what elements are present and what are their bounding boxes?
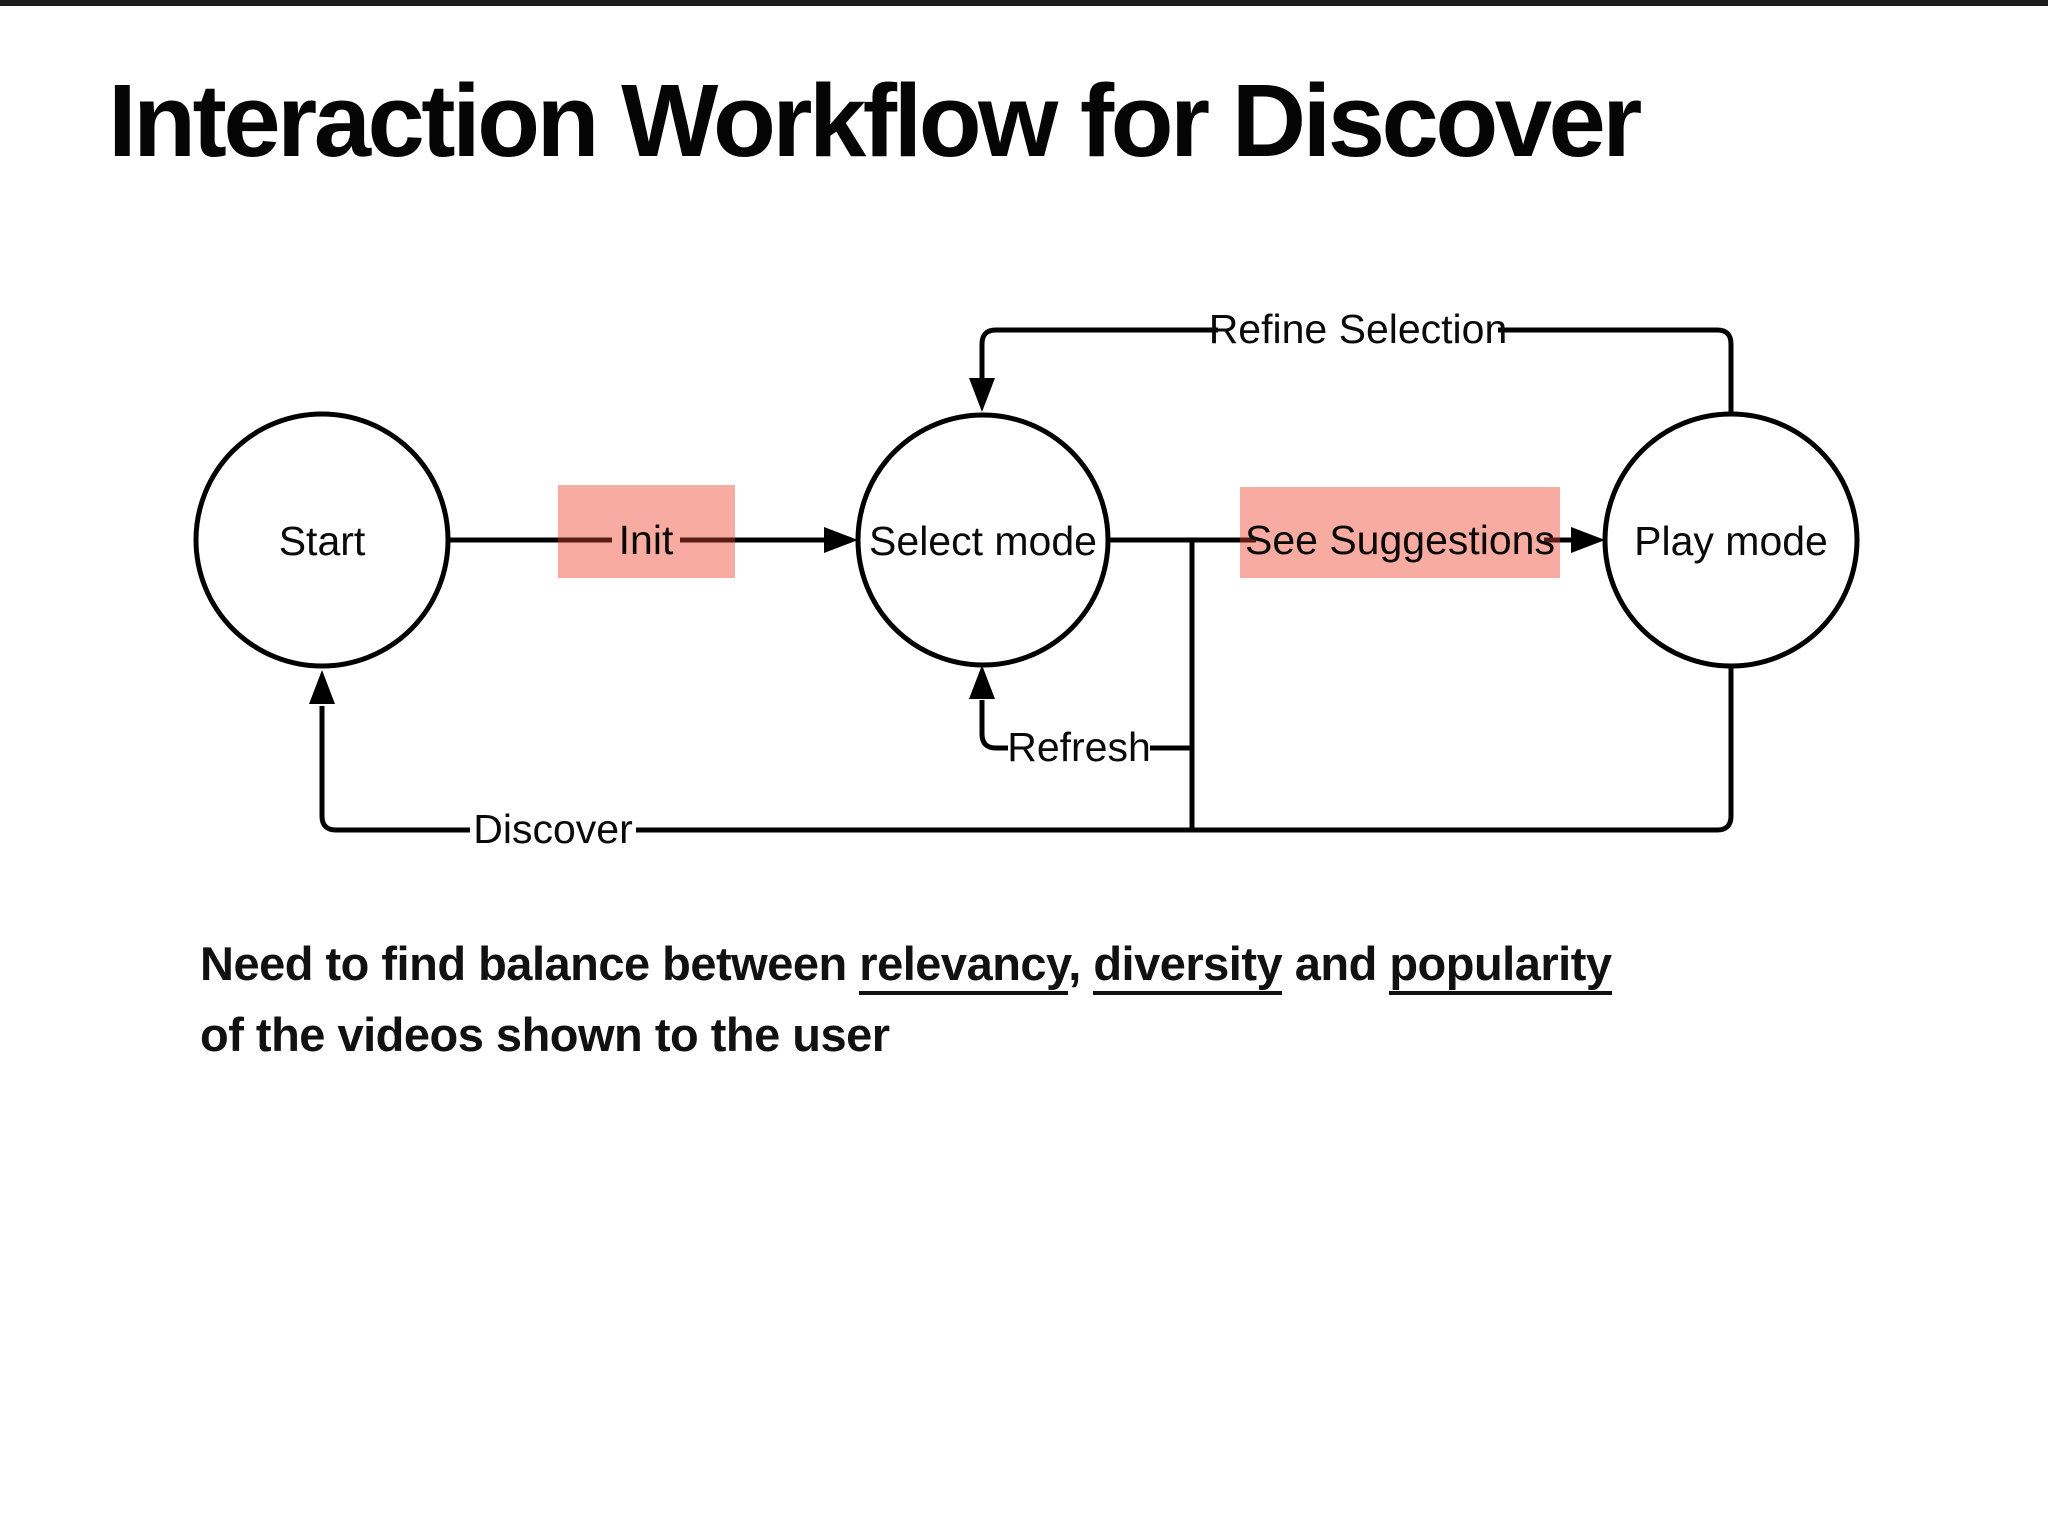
init-highlight-box — [558, 485, 735, 578]
arrowhead-init-icon — [824, 527, 858, 553]
edge-discover-label: Discover — [473, 806, 632, 852]
edge-refine-selection-label: Refine Selection — [1209, 306, 1508, 352]
arrowhead-refresh-icon — [969, 665, 995, 699]
node-start-label: Start — [279, 518, 366, 564]
arrowhead-discover-icon — [309, 670, 335, 704]
note-text: , — [1068, 937, 1094, 990]
refine-selection-label-plate — [1218, 306, 1498, 354]
note-line-1: Need to find balance between relevancy, … — [200, 928, 1900, 999]
see-suggestions-highlight-box — [1240, 487, 1560, 578]
top-black-bar — [0, 0, 2048, 6]
node-select-mode-label: Select mode — [869, 518, 1097, 564]
edge-discover-line — [319, 666, 1734, 833]
edge-init-label: Init — [619, 517, 674, 563]
arrowhead-see-suggestions-icon — [1571, 527, 1605, 553]
slide-note: Need to find balance between relevancy, … — [200, 928, 1900, 1070]
page-title: Interaction Workflow for Discover — [108, 63, 1642, 178]
refresh-label-plate — [1008, 726, 1150, 770]
note-text: and — [1282, 937, 1390, 990]
note-underlined-relevancy: relevancy — [859, 937, 1069, 995]
note-underlined-popularity: popularity — [1389, 937, 1612, 995]
edge-refresh-label: Refresh — [1007, 724, 1151, 770]
arrowhead-refine-selection-icon — [969, 378, 995, 412]
edge-refresh-line — [979, 700, 1192, 751]
node-select-mode-circle — [855, 412, 1111, 668]
note-underlined-diversity: diversity — [1093, 937, 1283, 995]
discover-label-plate — [470, 808, 636, 852]
edge-see-suggestions-label: See Suggestions — [1245, 517, 1555, 563]
node-play-mode-label: Play mode — [1634, 518, 1828, 564]
note-line-2: of the videos shown to the user — [200, 1008, 890, 1061]
node-play-mode-circle — [1602, 411, 1860, 669]
note-text: Need to find balance between — [200, 937, 860, 990]
node-start-circle — [193, 411, 451, 669]
